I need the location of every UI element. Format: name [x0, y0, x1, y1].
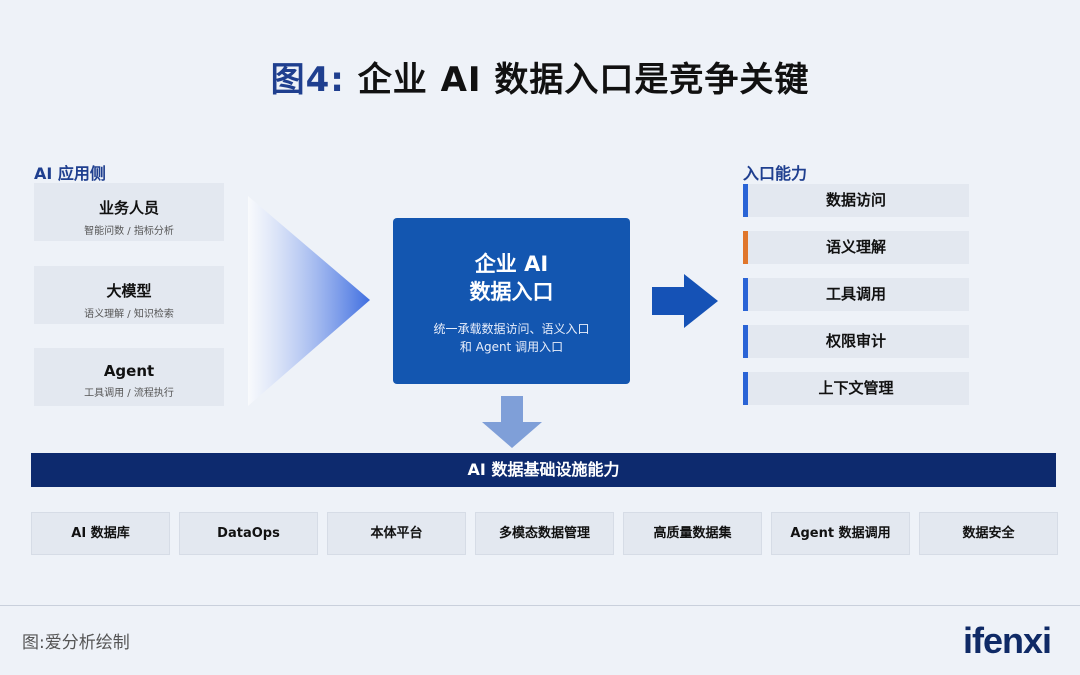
infra-agent-data-calling: Agent 数据调用 — [771, 512, 910, 555]
down-arrow-icon — [482, 396, 542, 448]
card-large-model: 大模型 语义理解 / 知识检索 — [34, 266, 224, 324]
accent-bar — [743, 278, 748, 311]
capability-label: 工具调用 — [825, 285, 886, 303]
capability-permission-audit: 权限审计 — [743, 325, 969, 358]
capability-label: 权限审计 — [825, 332, 886, 350]
infra-ai-database: AI 数据库 — [31, 512, 170, 555]
infra-dataops: DataOps — [179, 512, 318, 555]
card-sub: 工具调用 / 流程执行 — [84, 388, 174, 399]
right-arrow-icon — [652, 274, 718, 328]
card-agent: Agent 工具调用 / 流程执行 — [34, 348, 224, 406]
source-note: 图:爱分析绘制 — [22, 633, 130, 653]
accent-bar — [743, 325, 748, 358]
accent-bar — [743, 372, 748, 405]
accent-bar — [743, 231, 748, 264]
ai-application-side-label: AI 应用侧 — [34, 164, 106, 183]
title-main: 企业 AI 数据入口是竞争关键 — [344, 60, 810, 100]
title-prefix: 图4: — [270, 60, 345, 100]
capability-context-management: 上下文管理 — [743, 372, 969, 405]
capability-data-access: 数据访问 — [743, 184, 969, 217]
card-business-users: 业务人员 智能问数 / 指标分析 — [34, 183, 224, 241]
card-sub: 语义理解 / 知识检索 — [84, 309, 174, 320]
card-name: 大模型 — [106, 282, 152, 300]
card-name: Agent — [103, 362, 155, 380]
enterprise-ai-data-entry-box: 企业 AI 数据入口 统一承载数据访问、语义入口 和 Agent 调用入口 — [393, 218, 630, 384]
capability-label: 上下文管理 — [818, 379, 894, 397]
center-desc-line2: 和 Agent 调用入口 — [459, 340, 564, 354]
funnel-triangle-icon — [248, 196, 370, 406]
accent-bar — [743, 184, 748, 217]
center-desc-line1: 统一承载数据访问、语义入口 — [433, 322, 590, 336]
capability-semantic-understanding: 语义理解 — [743, 231, 969, 264]
ifenxi-logo: ifenxi — [963, 620, 1052, 661]
infra-data-security: 数据安全 — [919, 512, 1058, 555]
entry-capability-label: 入口能力 — [743, 164, 808, 183]
infra-multimodal-data-management: 多模态数据管理 — [475, 512, 614, 555]
center-title-line2: 数据入口 — [469, 280, 554, 304]
card-name: 业务人员 — [98, 199, 159, 217]
capability-tool-calling: 工具调用 — [743, 278, 969, 311]
footer-divider — [0, 605, 1080, 606]
infra-high-quality-dataset: 高质量数据集 — [623, 512, 762, 555]
capability-label: 语义理解 — [825, 238, 886, 256]
page-title: 图4: 企业 AI 数据入口是竞争关键 — [0, 52, 1080, 101]
center-title-line1: 企业 AI — [474, 252, 549, 276]
ai-data-infrastructure-bar: AI 数据基础设施能力 — [31, 453, 1056, 487]
capability-label: 数据访问 — [825, 191, 886, 209]
infra-ontology-platform: 本体平台 — [327, 512, 466, 555]
card-sub: 智能问数 / 指标分析 — [84, 226, 174, 237]
